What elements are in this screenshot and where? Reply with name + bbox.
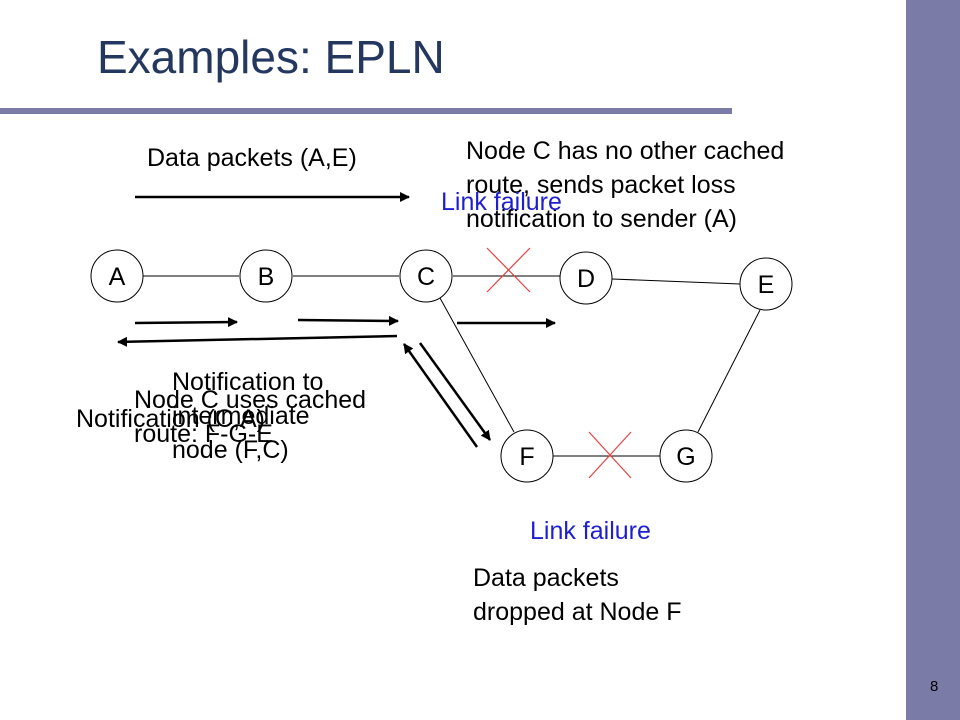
- label-node-c-no-route-line: route, sends packet loss: [466, 171, 736, 199]
- label-notification-ca: Notification (C,A): [76, 405, 265, 433]
- label-node-c-cached-route-line: route: F-G-E: [134, 420, 273, 448]
- arrow-b-to-c: [297, 315, 399, 326]
- label-notification-intermediate-line: Notification to: [172, 368, 324, 396]
- node-a-label: A: [109, 263, 126, 291]
- node-a: A: [90, 249, 144, 303]
- node-e-label: E: [758, 271, 775, 299]
- link-d-e: [611, 278, 741, 285]
- node-b: B: [239, 249, 293, 303]
- link-g-e: [697, 309, 761, 433]
- node-b-label: B: [258, 263, 275, 291]
- label-notification-intermediate-line: intermediate: [172, 402, 310, 430]
- label-node-c-cached-route-line: Node C uses cached: [134, 386, 367, 414]
- node-f-label: F: [519, 443, 534, 471]
- label-dropped-at-f: Data packets dropped at Node F: [473, 561, 681, 629]
- node-g-label: G: [676, 443, 695, 471]
- node-d: D: [559, 251, 613, 305]
- sidebar-accent-bar: [906, 0, 960, 720]
- label-node-c-no-route-line: notification to sender (A): [466, 205, 737, 233]
- node-e: E: [739, 257, 793, 311]
- link-failure-cross-cd: [486, 247, 531, 293]
- label-notification-intermediate: Notification to intermediate node (F,C): [172, 365, 323, 467]
- label-dropped-at-f-line: Data packets: [473, 564, 619, 592]
- label-notification-intermediate-line: node (F,C): [172, 436, 289, 464]
- label-link-failure-cd: Link failure: [441, 188, 562, 216]
- link-c-f: [439, 297, 515, 433]
- label-node-c-cached-route: Node C uses cached route: F-G-E: [134, 383, 366, 451]
- arrow-notification-c-to-a: [117, 334, 398, 347]
- label-data-packets-ae: Data packets (A,E): [147, 144, 357, 172]
- label-node-c-no-route-line: Node C has no other cached: [466, 137, 785, 165]
- node-f: F: [500, 429, 554, 483]
- node-d-label: D: [577, 265, 595, 293]
- arrow-a-to-b: [134, 317, 238, 328]
- node-c: C: [399, 249, 453, 303]
- node-c-label: C: [417, 263, 435, 291]
- title-underline: [0, 108, 732, 114]
- slide-number: 8: [930, 678, 939, 695]
- label-dropped-at-f-line: dropped at Node F: [473, 598, 682, 626]
- label-link-failure-fg: Link failure: [530, 517, 651, 545]
- label-node-c-no-route: Node C has no other cached route, sends …: [466, 134, 784, 236]
- arrow-f-to-c: [402, 343, 479, 448]
- arrow-c-to-f: [418, 342, 492, 441]
- link-failure-cross-fg: [588, 431, 632, 479]
- node-g: G: [659, 429, 713, 483]
- slide-title: Examples: EPLN: [97, 31, 445, 83]
